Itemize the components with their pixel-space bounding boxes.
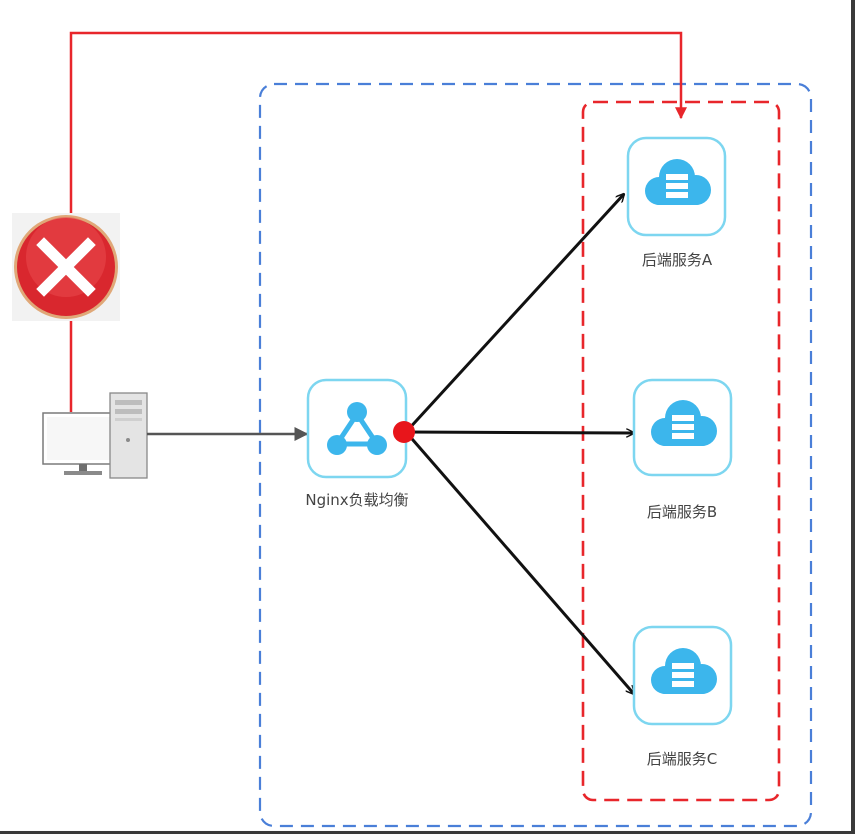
service-a-node xyxy=(626,136,727,237)
direct-access-path xyxy=(69,31,687,412)
error-x-icon xyxy=(12,213,120,321)
nginx-label: Nginx负载均衡 xyxy=(305,491,409,509)
cloud-server-icon xyxy=(651,400,717,446)
backend-services-group-border xyxy=(581,100,781,802)
service-b-label: 后端服务B xyxy=(646,503,718,521)
nginx-to-service-a-arrow xyxy=(404,194,624,434)
load-balancer-junction-dot xyxy=(393,421,415,443)
load-balancer-group-border xyxy=(258,82,813,828)
service-c-node xyxy=(632,625,733,726)
network-share-icon xyxy=(327,402,387,455)
service-b-node xyxy=(632,378,733,477)
desktop-computer-icon xyxy=(42,392,148,479)
nginx-to-service-b-arrow xyxy=(405,432,634,433)
service-c-label: 后端服务C xyxy=(646,750,718,768)
nginx-node xyxy=(306,378,408,479)
service-a-label: 后端服务A xyxy=(641,251,713,269)
cloud-server-icon xyxy=(651,648,717,694)
window-bottom-edge xyxy=(0,831,855,834)
window-right-edge xyxy=(851,0,855,834)
cloud-server-icon xyxy=(645,159,711,205)
nginx-to-service-c-arrow xyxy=(404,431,634,694)
